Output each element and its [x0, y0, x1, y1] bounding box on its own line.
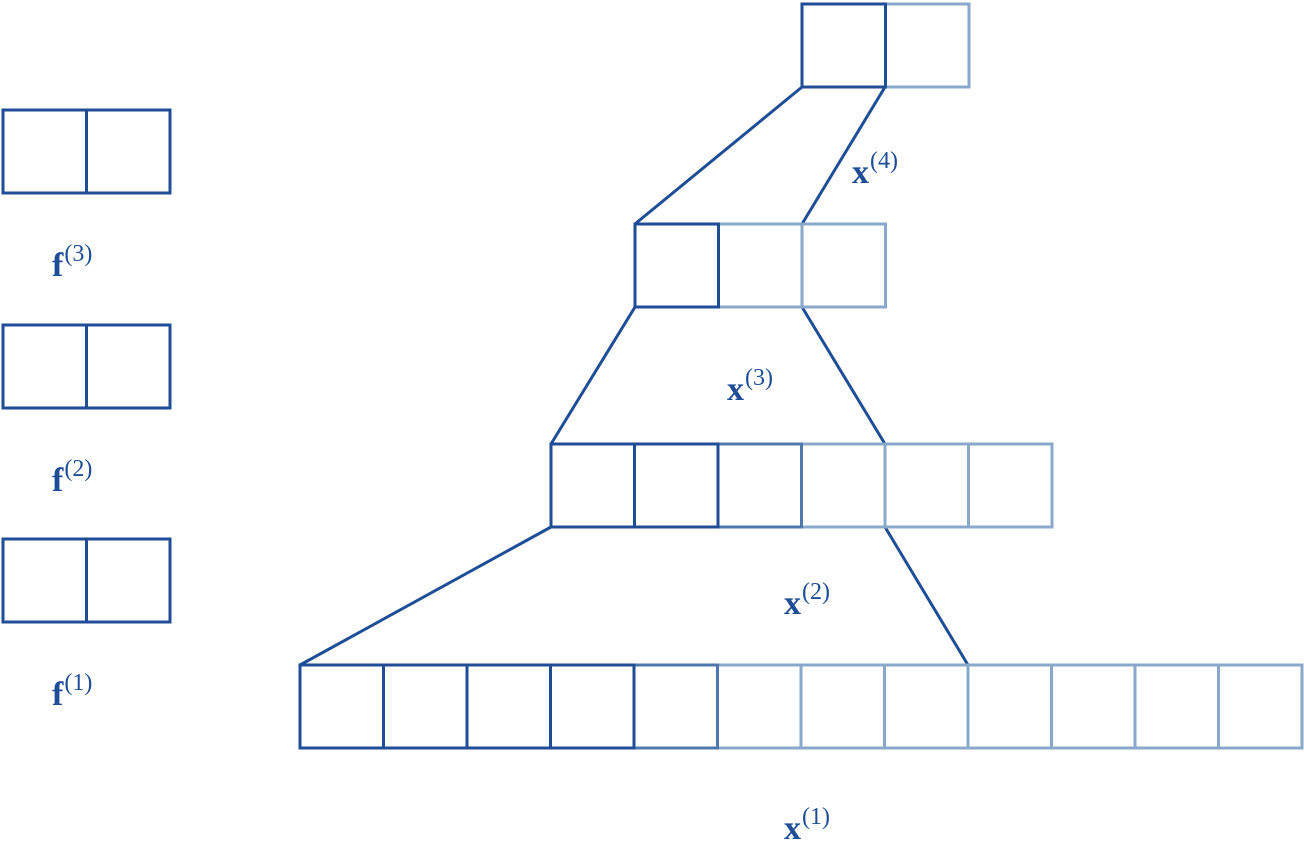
filter-3-cell-1: [1, 108, 88, 195]
layer-label-x1-base: x: [784, 810, 801, 847]
layer-3-cell-3: [800, 222, 887, 309]
filter-label-f3-sup: (3): [64, 241, 93, 267]
layer-label-x2-sup: (2): [802, 579, 830, 605]
layer-label-x2: x(2): [784, 580, 830, 621]
layer-1-cell-4: [549, 663, 636, 750]
layer-row-2: [549, 442, 1054, 529]
layer-3-cell-2: [717, 222, 804, 309]
filter-1-cell-2: [85, 537, 172, 624]
layer-2-cell-1: [549, 442, 636, 529]
layer-1-cell-2: [382, 663, 469, 750]
filter-2-cell-1: [1, 323, 88, 410]
layer-1-cell-1: [298, 663, 385, 750]
layer-1-active-cell-4: [549, 663, 636, 750]
filter-box-1: [1, 537, 172, 624]
connector-x4-left: [634, 85, 803, 226]
layer-1-cell-7: [799, 663, 886, 750]
layer-3-cell-1: [633, 222, 720, 309]
layer-1-cell-11: [1133, 663, 1220, 750]
layer-label-x1-sup: (1): [802, 804, 830, 830]
layer-label-x2-base: x: [784, 585, 801, 622]
filter-label-f1-sup: (1): [64, 670, 93, 696]
layer-1-cell-3: [465, 663, 552, 750]
layer-label-x3-sup: (3): [745, 365, 773, 391]
filter-label-f2: f(2): [52, 457, 92, 498]
layer-2-cell-6: [967, 442, 1054, 529]
layer-1-cell-6: [716, 663, 803, 750]
filter-3-cell-2: [85, 108, 172, 195]
layer-2-cell-2: [633, 442, 720, 529]
filter-2-cell-2: [85, 323, 172, 410]
layer-label-x4-sup: (4): [870, 148, 898, 174]
filter-label-f2-sup: (2): [64, 456, 93, 482]
filter-label-f3-base: f: [52, 247, 64, 284]
layer-1-cell-12: [1217, 663, 1304, 750]
layer-label-x4-base: x: [852, 154, 869, 191]
connector-x2-left: [299, 525, 552, 667]
layer-2-active-cell-1: [549, 442, 636, 529]
layer-1-cell-10: [1050, 663, 1137, 750]
layer-4-active-cell-1: [800, 2, 887, 89]
layer-label-x3: x(3): [727, 366, 773, 407]
filter-box-3: [1, 108, 172, 195]
layer-row-1: [298, 663, 1304, 750]
layer-3-active-cell-1: [633, 222, 720, 309]
connector-x3-right: [800, 306, 887, 445]
layer-2-cell-5: [883, 442, 970, 529]
layer-2-cell-4: [800, 442, 887, 529]
filter-1-cell-1: [1, 537, 88, 624]
layer-row-4: [800, 2, 971, 89]
connector-x3-left: [549, 306, 637, 445]
filter-box-2: [1, 323, 172, 410]
layer-1-cell-8: [883, 663, 970, 750]
connector-lines: [299, 85, 970, 667]
filter-label-f1: f(1): [52, 671, 92, 712]
connector-x4-right: [800, 86, 887, 225]
layer-1-cell-5: [632, 663, 719, 750]
layer-label-x3-base: x: [727, 371, 744, 408]
layer-1-cell-9: [966, 663, 1053, 750]
layer-row-3: [633, 222, 887, 309]
layer-1-active-cell-2: [382, 663, 469, 750]
layer-4-cell-1: [800, 2, 887, 89]
filter-label-f3: f(3): [52, 242, 92, 283]
layer-1-active-cell-3: [465, 663, 552, 750]
filter-label-f1-base: f: [52, 676, 64, 713]
filter-label-f2-base: f: [52, 462, 64, 499]
cell-grid: [1, 2, 1304, 750]
layer-2-cell-3: [716, 442, 803, 529]
connector-x2-right: [883, 526, 970, 666]
layer-1-active-cell-1: [298, 663, 385, 750]
layer-4-cell-2: [884, 2, 971, 89]
layer-label-x1: x(1): [784, 805, 830, 846]
layer-label-x4: x(4): [852, 149, 898, 190]
layer-2-active-cell-2: [633, 442, 720, 529]
